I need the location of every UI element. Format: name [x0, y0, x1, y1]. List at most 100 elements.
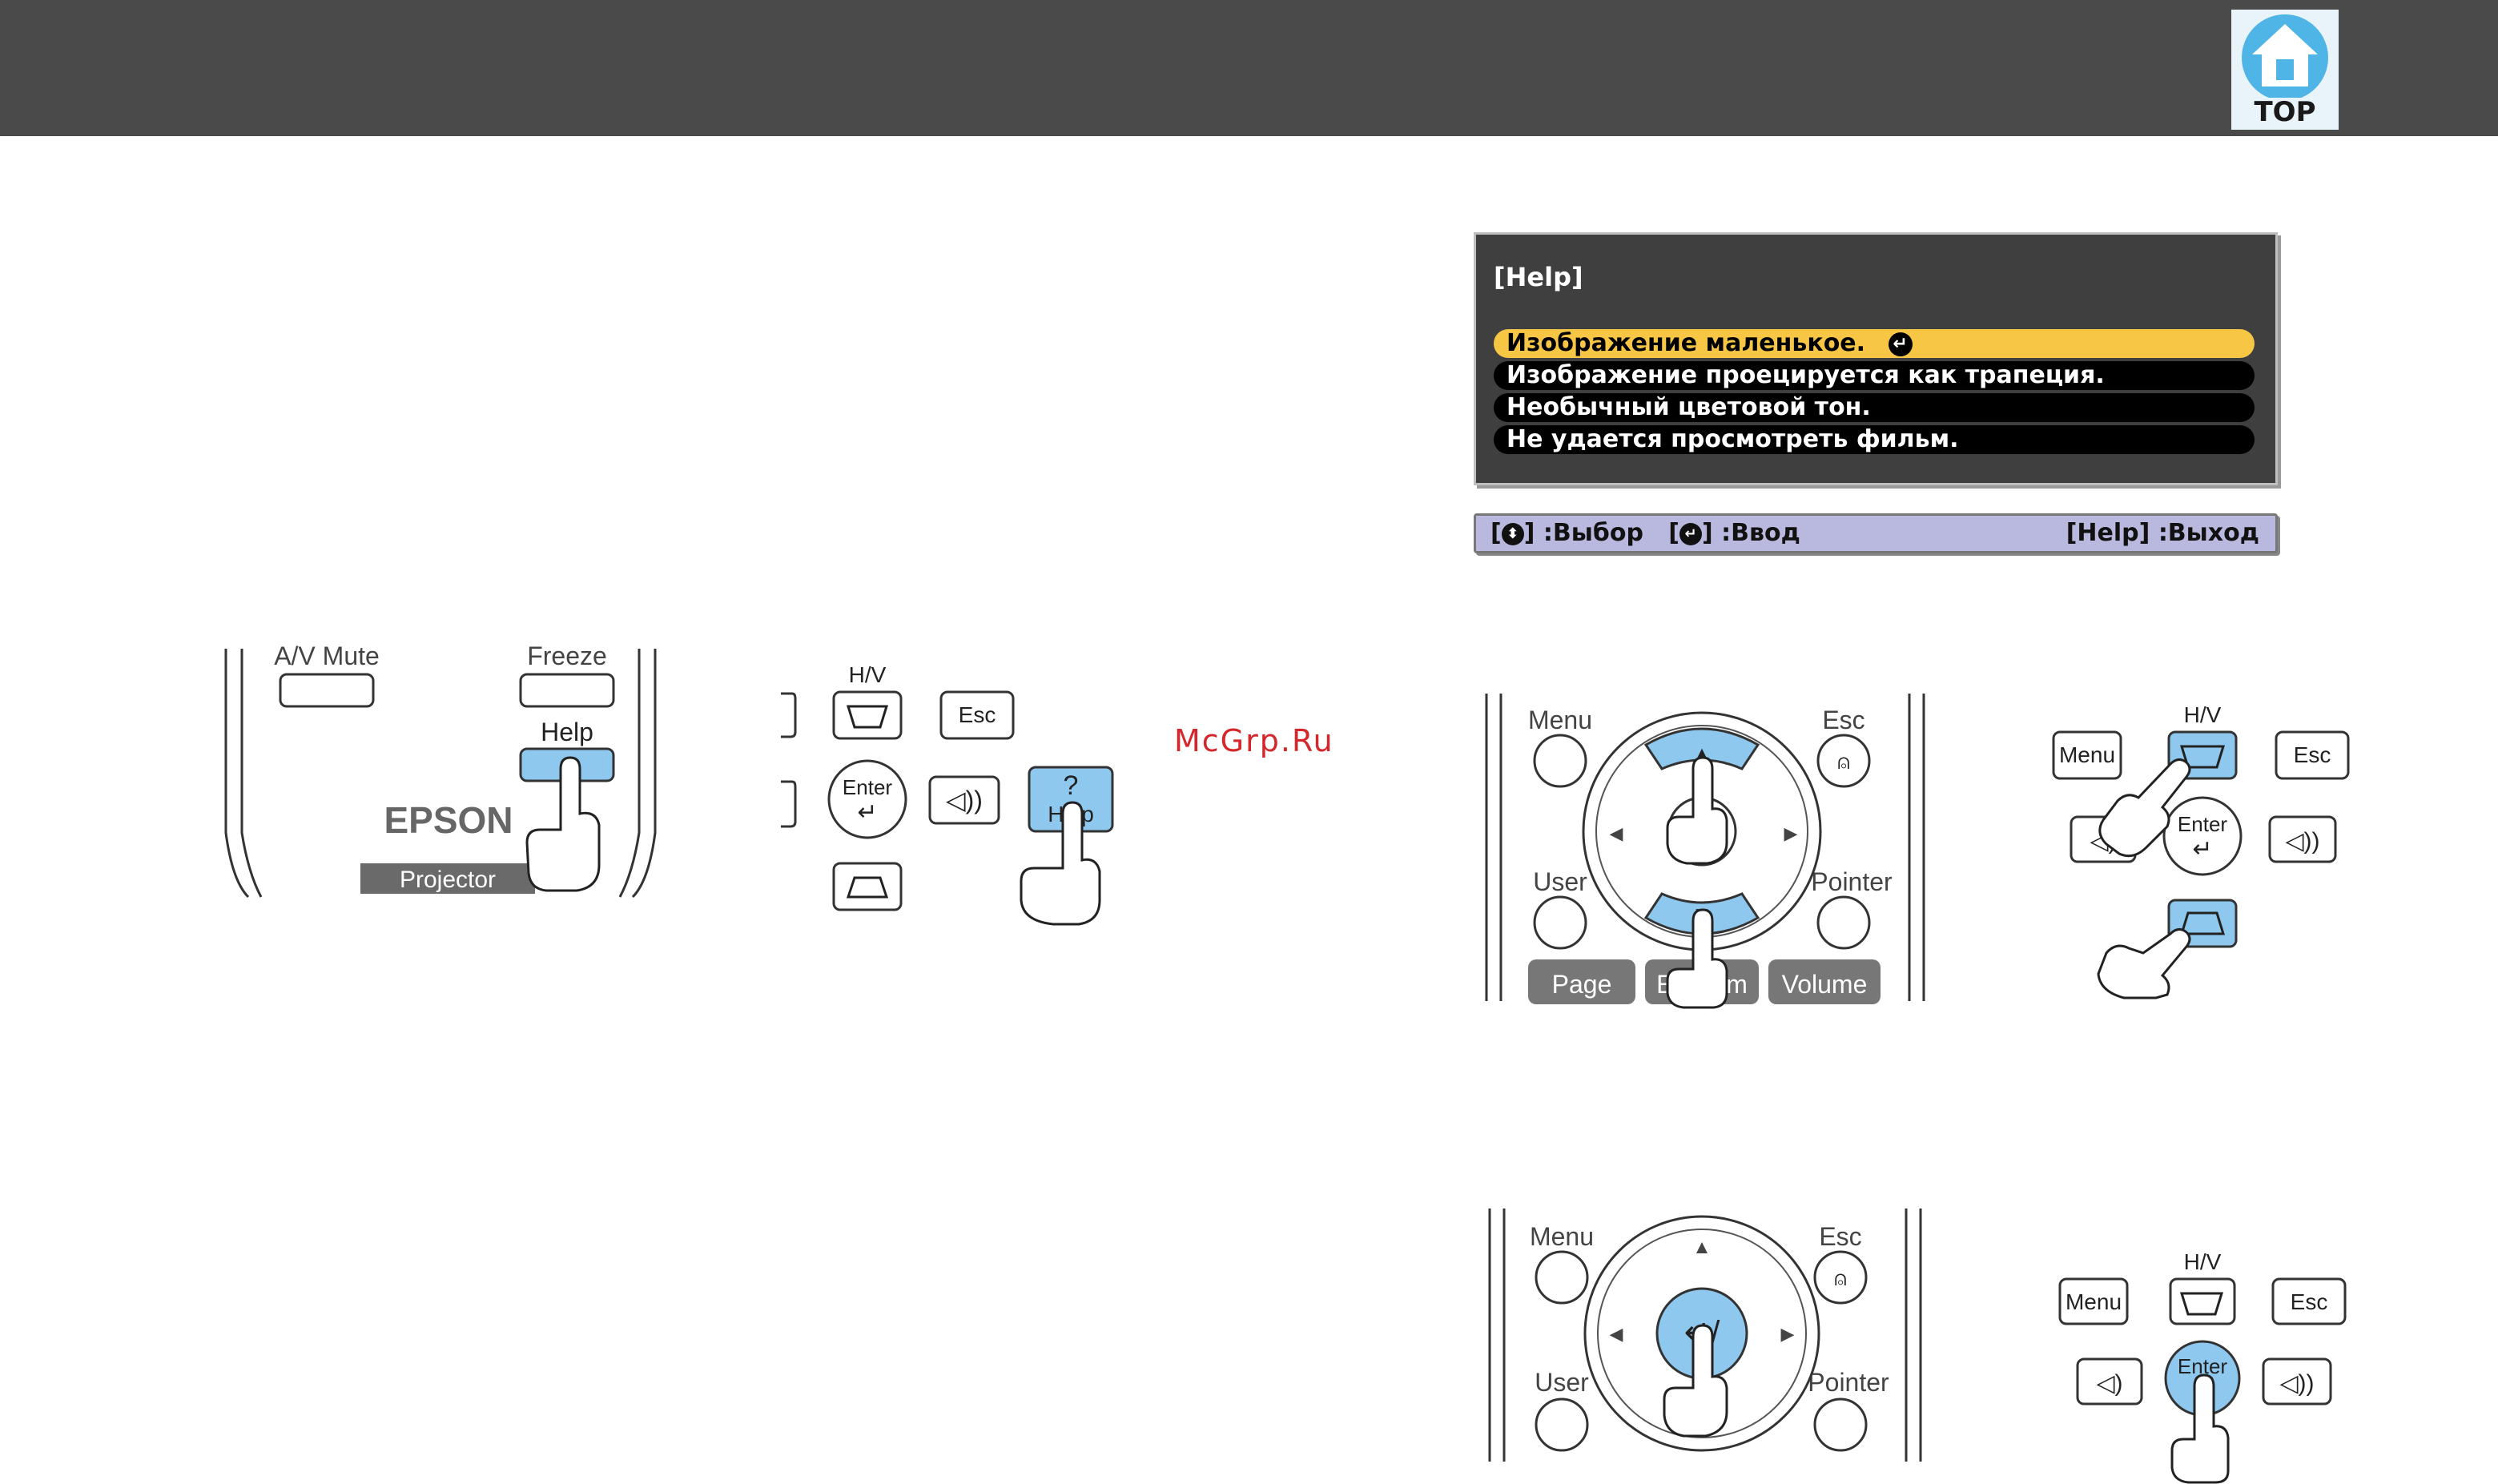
keystone-icon — [846, 876, 889, 899]
header-bar — [0, 0, 2498, 136]
esc-label: Esc — [1822, 706, 1864, 734]
menu-label: Menu — [2066, 1289, 2122, 1314]
left-arrow-icon: ◀ — [1610, 1324, 1623, 1344]
help-item-label: Не удается просмотреть фильм. — [1506, 425, 1959, 453]
keystone-up-button[interactable] — [2169, 1277, 2236, 1325]
speaker-high-icon: ◁)) — [2285, 828, 2319, 855]
menu-label: Menu — [1530, 1222, 1594, 1251]
house-icon — [2242, 14, 2328, 101]
enter-arrow-icon: ↵ — [2192, 836, 2212, 863]
esc-label: Esc — [2291, 1289, 2328, 1314]
page-button[interactable] — [1528, 959, 1635, 1004]
pointer-button[interactable] — [1816, 895, 1871, 950]
projector-label: Projector — [400, 867, 496, 893]
up-arrow-icon: ▲ — [1692, 1237, 1712, 1258]
av-mute-button[interactable] — [279, 673, 375, 708]
keystone-icon — [2179, 745, 2226, 769]
user-label: User — [1535, 1368, 1589, 1397]
help-item-label: Необычный цветовой тон. — [1506, 393, 1871, 421]
menu-button[interactable] — [1535, 1250, 1589, 1305]
user-button[interactable] — [1533, 895, 1587, 950]
keystone-icon — [846, 705, 889, 729]
pointer-button[interactable] — [1813, 1398, 1868, 1452]
keystone-up-button[interactable] — [832, 690, 903, 740]
volume-up-button[interactable] — [928, 775, 1000, 825]
watermark: McGrp.Ru — [1174, 723, 1334, 758]
top-label: TOP — [2254, 96, 2316, 128]
enter-arrow-icon: ↵ — [857, 799, 877, 826]
hv-label: H/V — [2184, 702, 2222, 727]
menu-button[interactable] — [2052, 730, 2122, 780]
control-panel-help-illustration: H/V Esc Enter ↵ ◁)) ? Help — [781, 662, 1114, 926]
esc-button[interactable] — [1813, 1250, 1868, 1305]
av-mute-label: A/V Mute — [274, 641, 380, 670]
mouse-icon: ⍝ — [1837, 750, 1850, 774]
help-item-label: Изображение проецируется как трапеция. — [1506, 361, 2105, 389]
help-label: Help — [541, 718, 593, 746]
enter-key: [↵] — [1668, 519, 1713, 547]
help-item-movie[interactable]: Не удается просмотреть фильм. — [1494, 425, 2255, 454]
top-button[interactable]: TOP — [2231, 10, 2339, 130]
enter-label: Enter — [843, 775, 892, 799]
speaker-low-icon: ◁) — [2096, 1370, 2122, 1397]
enter-button[interactable] — [2162, 796, 2243, 876]
enter-icon: ↵ — [1679, 522, 1702, 545]
question-icon: ? — [1064, 770, 1079, 801]
pointing-hand-icon — [525, 756, 601, 892]
esc-button[interactable] — [2271, 1277, 2347, 1325]
keystone-down-button[interactable] — [832, 862, 903, 911]
pointing-hand-icon — [2170, 1373, 2230, 1484]
menu-button[interactable] — [1533, 734, 1587, 788]
help-item-trapezoid[interactable]: Изображение проецируется как трапеция. — [1494, 361, 2255, 390]
remote-control-help-illustration: A/V Mute Freeze Help ? EPSON Projector — [224, 641, 657, 899]
pointing-hand-icon — [2097, 928, 2191, 999]
enter-label: :Ввод — [1721, 519, 1800, 547]
volume-label: Volume — [1782, 970, 1868, 999]
volume-up-button[interactable] — [2268, 815, 2337, 863]
status-bar: [⬍] :Выбор [↵] :Ввод [Help] :Выход — [1474, 513, 2278, 553]
help-item-color-tone[interactable]: Необычный цветовой тон. — [1494, 393, 2255, 422]
enter-icon: ↵ — [1888, 332, 1913, 356]
remote-control-enter-illustration: Menu Esc ⍝ User Pointer ▲ ▼ ◀ ▶ ↵/ — [1488, 1209, 1922, 1462]
pointing-hand-icon — [1666, 756, 1728, 865]
menu-button[interactable] — [2058, 1277, 2129, 1325]
pointer-label: Pointer — [1808, 1368, 1889, 1397]
volume-up-button[interactable] — [2262, 1357, 2332, 1406]
esc-label: Esc — [1819, 1222, 1861, 1251]
up-button[interactable] — [1643, 727, 1760, 770]
enter-button[interactable] — [827, 759, 907, 839]
menu-label: Menu — [2059, 742, 2115, 767]
remote-control-updown-illustration: Menu Esc ⍝ User Pointer ▲ ▼ ◀ ▶ Page E-Z… — [1485, 694, 1925, 1009]
pointing-hand-icon — [1020, 801, 1101, 926]
pointing-hand-icon — [1666, 908, 1728, 1009]
volume-button[interactable] — [1768, 959, 1881, 1004]
page-label: Page — [1552, 970, 1612, 999]
mouse-icon: ⍝ — [1834, 1266, 1847, 1290]
freeze-button[interactable] — [519, 673, 615, 708]
right-arrow-icon: ▶ — [1781, 1324, 1795, 1344]
user-label: User — [1533, 867, 1587, 896]
volume-down-button[interactable] — [2076, 1357, 2143, 1406]
pointing-hand-icon — [1663, 1324, 1728, 1438]
keystone-icon — [2179, 1292, 2224, 1316]
esc-button[interactable] — [2275, 730, 2350, 780]
esc-label: Esc — [959, 702, 996, 727]
help-item-small-image[interactable]: Изображение маленькое. ↵ — [1494, 329, 2255, 358]
pointing-hand-icon — [2098, 758, 2191, 858]
esc-button[interactable] — [939, 690, 1015, 740]
help-dialog: [Help] Изображение маленькое. ↵ Изображе… — [1474, 232, 2278, 485]
exit-label: :Выход — [2158, 519, 2259, 547]
exit-key: [Help] — [2066, 519, 2150, 547]
projector-badge — [360, 863, 535, 894]
esc-label: Esc — [2294, 742, 2331, 767]
control-panel-enter-illustration: H/V Menu Esc ◁) Enter ↵ ◁)) — [2058, 1249, 2347, 1484]
right-arrow-icon: ▶ — [1784, 823, 1798, 843]
user-button[interactable] — [1535, 1398, 1589, 1452]
menu-label: Menu — [1528, 706, 1592, 734]
speaker-icon: ◁)) — [946, 786, 983, 814]
hv-label: H/V — [849, 662, 887, 687]
freeze-label: Freeze — [527, 641, 607, 670]
dialog-title: [Help] — [1494, 262, 1583, 292]
enter-label: Enter — [2178, 812, 2227, 836]
esc-button[interactable] — [1816, 734, 1871, 788]
